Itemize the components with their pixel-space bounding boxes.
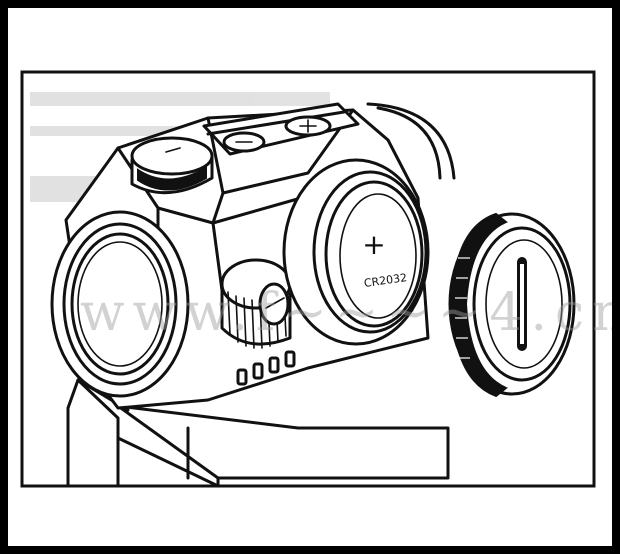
front-lens bbox=[50, 210, 190, 398]
vent-slots bbox=[236, 350, 296, 386]
battery-model-label: CR2032 bbox=[363, 271, 408, 290]
windage-turret bbox=[220, 258, 292, 349]
battery-polarity-label: + bbox=[362, 228, 385, 261]
illustration-frame: + CR2032 www.f~~~~4.cn bbox=[8, 8, 612, 546]
red-dot-sight-battery-diagram: + CR2032 www.f~~~~4.cn bbox=[20, 70, 612, 488]
battery-cap bbox=[448, 212, 576, 398]
battery-cr2032 bbox=[324, 180, 424, 328]
mount-base bbox=[66, 378, 450, 488]
battery-compartment bbox=[282, 158, 430, 346]
elevation-turret bbox=[130, 136, 214, 195]
rear-housing-edge bbox=[366, 102, 456, 180]
watermark-text: www.f~~~~4.cn bbox=[80, 283, 612, 343]
top-control-panel bbox=[202, 102, 360, 156]
